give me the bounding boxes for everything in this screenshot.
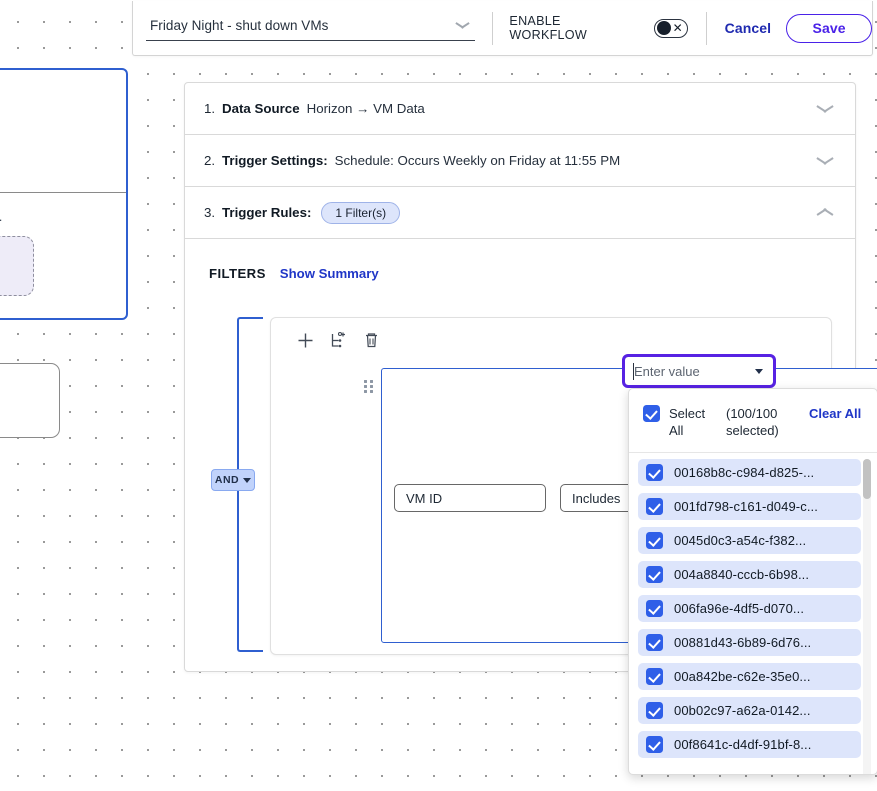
workflow-name-value: Friday Night - shut down VMs: [150, 18, 329, 33]
option-checkbox[interactable]: [646, 566, 663, 583]
selected-count-label: (100/100 selected): [726, 406, 779, 438]
option-checkbox[interactable]: [646, 668, 663, 685]
workflow-toolbar: Friday Night - shut down VMs ENABLE WORK…: [132, 1, 873, 56]
logic-operator-label: AND: [214, 474, 240, 486]
dropdown-option[interactable]: 0045d0c3-a54c-f382...: [638, 527, 861, 554]
card-body-text: eduled time.: [0, 210, 3, 224]
option-label: 00168b8c-c984-d825-...: [674, 465, 815, 480]
accordion-row-data-source[interactable]: 1. Data Source Horizon → VM Data: [185, 83, 855, 135]
dropdown-option[interactable]: 006fa96e-4df5-d070...: [638, 595, 861, 622]
chevron-down-icon: [456, 22, 469, 30]
drag-handle-icon[interactable]: [364, 380, 373, 393]
toggle-knob: [656, 21, 671, 35]
step-title: Trigger Settings:: [222, 153, 328, 168]
enable-workflow-label: ENABLE WORKFLOW: [509, 14, 587, 42]
toolbar-divider-2: [705, 11, 707, 45]
option-label: 00a842be-c62e-35e0...: [674, 669, 811, 684]
value-input-placeholder: Enter value: [634, 363, 700, 379]
logic-operator-selector[interactable]: AND: [211, 469, 255, 491]
select-all-label: Select All: [669, 406, 706, 438]
select-all-checkbox[interactable]: [643, 405, 660, 422]
trash-icon[interactable]: [362, 331, 381, 350]
save-button[interactable]: Save: [786, 13, 872, 43]
dropdown-option[interactable]: 004a8840-cccb-6b98...: [638, 561, 861, 588]
operator-selector-value: Includes: [572, 490, 621, 506]
option-label: 0045d0c3-a54c-f382...: [674, 533, 807, 548]
option-checkbox[interactable]: [646, 702, 663, 719]
step-number: 3.: [204, 205, 216, 220]
dropdown-option[interactable]: 00f8641c-d4df-91bf-8...: [638, 731, 861, 758]
option-label: 00881d43-6b89-6d76...: [674, 635, 812, 650]
status-badge: 1 Filter(s): [321, 201, 401, 224]
option-label: 00f8641c-d4df-91bf-8...: [674, 737, 812, 752]
value-input[interactable]: Enter value: [622, 354, 776, 388]
dropdown-option[interactable]: 001fd798-c161-d049-c...: [638, 493, 861, 520]
dropdown-option[interactable]: 00881d43-6b89-6d76...: [638, 629, 861, 656]
dropdown-option[interactable]: 00168b8c-c984-d825-...: [638, 459, 861, 486]
option-label: 004a8840-cccb-6b98...: [674, 567, 810, 582]
option-label: 001fd798-c161-d049-c...: [674, 499, 818, 514]
scrollbar-thumb[interactable]: [863, 459, 871, 499]
plus-icon[interactable]: [296, 331, 315, 350]
dropdown-option[interactable]: 00b02c97-a62a-0142...: [638, 697, 861, 724]
step-title: Trigger Rules:: [222, 205, 312, 220]
dropdown-scrollbar[interactable]: [863, 459, 871, 774]
option-label: 00b02c97-a62a-0142...: [674, 703, 811, 718]
option-checkbox[interactable]: [646, 532, 663, 549]
value-dropdown-menu: Select All (100/100 selected) Clear All …: [628, 388, 877, 775]
option-checkbox[interactable]: [646, 600, 663, 617]
workflow-name-select[interactable]: Friday Night - shut down VMs: [146, 15, 476, 41]
dropdown-option-list: 00168b8c-c984-d825-... 001fd798-c161-d049…: [629, 453, 877, 774]
card-dropzone[interactable]: [0, 236, 34, 296]
filters-label: FILTERS: [209, 266, 266, 281]
field-selector-value: VM ID: [406, 490, 443, 506]
background-card-lower[interactable]: [0, 363, 60, 438]
dropdown-option[interactable]: 00a842be-c62e-35e0...: [638, 663, 861, 690]
caret-down-icon: [243, 477, 252, 483]
cancel-button[interactable]: Cancel: [724, 20, 772, 36]
filters-header: FILTERS Show Summary: [185, 266, 855, 281]
card-divider: [0, 192, 126, 193]
step-number: 2.: [204, 153, 216, 168]
clear-all-button[interactable]: Clear All: [809, 406, 862, 421]
step-summary: Schedule: Occurs Weekly on Friday at 11:…: [334, 153, 621, 168]
text-cursor: [633, 363, 634, 380]
toolbar-divider: [492, 11, 494, 45]
option-checkbox[interactable]: [646, 498, 663, 515]
chevron-down-icon[interactable]: [817, 156, 833, 166]
option-checkbox[interactable]: [646, 634, 663, 651]
chevron-down-icon[interactable]: [817, 104, 833, 114]
add-group-icon[interactable]: [329, 331, 348, 350]
rule-toolbar: [271, 318, 831, 350]
step-title: Data Source: [222, 101, 300, 116]
filters-section: FILTERS Show Summary AND: [185, 239, 877, 655]
chevron-up-icon[interactable]: [817, 208, 833, 218]
accordion-row-trigger-rules[interactable]: 3. Trigger Rules: 1 Filter(s): [185, 187, 855, 239]
dropdown-header: Select All (100/100 selected) Clear All: [629, 389, 877, 453]
toggle-off-icon: ✕: [672, 20, 683, 35]
option-label: 006fa96e-4df5-d070...: [674, 601, 805, 616]
option-checkbox[interactable]: [646, 736, 663, 753]
field-selector[interactable]: VM ID: [394, 484, 546, 512]
show-summary-link[interactable]: Show Summary: [279, 266, 379, 281]
background-card-selected[interactable]: eduled time.: [0, 68, 128, 320]
step-number: 1.: [204, 101, 216, 116]
option-checkbox[interactable]: [646, 464, 663, 481]
enable-workflow-toggle[interactable]: ✕: [653, 18, 688, 38]
caret-down-icon[interactable]: [755, 368, 763, 374]
accordion-row-trigger-settings[interactable]: 2. Trigger Settings: Schedule: Occurs We…: [185, 135, 855, 187]
step-summary: Horizon → VM Data: [306, 101, 425, 116]
